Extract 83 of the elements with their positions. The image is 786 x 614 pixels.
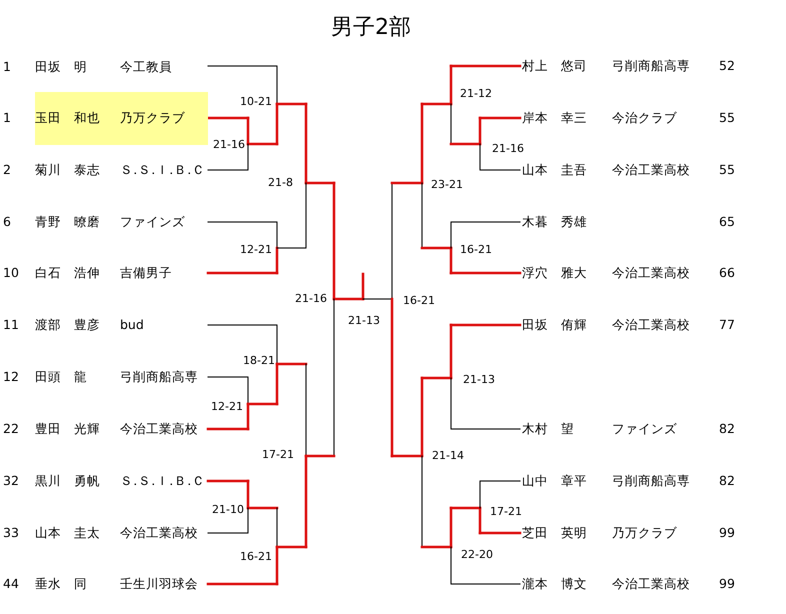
score-label: 16-21 (403, 294, 435, 308)
score-label: 21-12 (460, 87, 492, 101)
seed-number: 2 (3, 161, 11, 179)
score-label: 21-16 (213, 138, 245, 152)
seed-number: 1 (3, 109, 11, 127)
club-name: 乃万クラブ (120, 109, 185, 127)
seed-number: 99 (719, 524, 735, 542)
score-label: 21-14 (432, 449, 464, 463)
player-name: 菊川 泰志 (35, 161, 100, 179)
seed-number: 65 (719, 213, 735, 231)
seed-number: 66 (719, 264, 735, 282)
player-name: 田坂 侑輝 (522, 316, 587, 334)
club-name: 弓削商船高専 (612, 57, 690, 75)
player-name: 渡部 豊彦 (35, 316, 100, 334)
seed-number: 10 (3, 264, 19, 282)
club-name: 今工教員 (120, 58, 172, 76)
player-name: 瀧本 博文 (522, 575, 587, 593)
player-name: 山本 圭吾 (522, 161, 587, 179)
seed-number: 55 (719, 109, 735, 127)
score-label: 21-13 (463, 373, 495, 387)
score-label: 21-16 (295, 292, 327, 306)
seed-number: 82 (719, 420, 735, 438)
player-name: 黒川 勇帆 (35, 472, 100, 490)
player-name: 村上 悠司 (522, 57, 587, 75)
club-name: ファインズ (612, 420, 677, 438)
seed-number: 99 (719, 575, 735, 593)
club-name: 吉備男子 (120, 264, 172, 282)
club-name: 今治工業高校 (612, 161, 690, 179)
seed-number: 77 (719, 316, 735, 334)
seed-number: 44 (3, 575, 19, 593)
player-name: 田頭 龍 (35, 368, 87, 386)
score-label: 12-21 (240, 243, 272, 257)
club-name: 今治工業高校 (120, 524, 198, 542)
seed-number: 12 (3, 368, 19, 386)
player-name: 木暮 秀雄 (522, 213, 587, 231)
club-name: 今治工業高校 (612, 316, 690, 334)
player-name: 青野 暸磨 (35, 213, 100, 231)
seed-number: 6 (3, 213, 11, 231)
seed-number: 82 (719, 472, 735, 490)
seed-number: 1 (3, 58, 11, 76)
seed-number: 55 (719, 161, 735, 179)
score-label: 16-21 (460, 243, 492, 257)
score-label: 21-8 (268, 176, 293, 190)
player-name: 田坂 明 (35, 58, 87, 76)
score-label: 18-21 (243, 354, 275, 368)
player-name: 玉田 和也 (35, 109, 100, 127)
club-name: 今治工業高校 (612, 575, 690, 593)
score-label: 22-20 (461, 548, 493, 562)
player-name: 岸本 幸三 (522, 109, 587, 127)
score-label: 21-10 (212, 503, 244, 517)
player-name: 垂水 同 (35, 575, 87, 593)
player-name: 芝田 英明 (522, 524, 587, 542)
player-name: 山本 圭太 (35, 524, 100, 542)
club-name: ファインズ (120, 213, 185, 231)
player-name: 豊田 光輝 (35, 420, 100, 438)
club-name: 今治工業高校 (612, 264, 690, 282)
club-name: 今治工業高校 (120, 420, 198, 438)
score-label: 10-21 (240, 95, 272, 109)
score-label: 12-21 (211, 400, 243, 414)
club-name: 弓削商船高専 (120, 368, 198, 386)
seed-number: 52 (719, 57, 735, 75)
score-label: 23-21 (431, 178, 463, 192)
player-name: 山中 章平 (522, 472, 587, 490)
club-name: bud (120, 316, 144, 334)
score-label: 21-13 (348, 314, 380, 328)
club-name: 弓削商船高専 (612, 472, 690, 490)
club-name: 壬生川羽球会 (120, 575, 198, 593)
player-name: 浮穴 雅大 (522, 264, 587, 282)
score-label: 17-21 (490, 505, 522, 519)
player-name: 白石 浩伸 (35, 264, 100, 282)
seed-number: 33 (3, 524, 19, 542)
seed-number: 11 (3, 316, 19, 334)
seed-number: 22 (3, 420, 19, 438)
club-name: Ｓ．Ｓ．Ｉ．Ｂ．Ｃ (120, 161, 201, 179)
score-label: 17-21 (262, 448, 294, 462)
club-name: 今治クラブ (612, 109, 677, 127)
score-label: 21-16 (492, 142, 524, 156)
club-name: 乃万クラブ (612, 524, 677, 542)
title: 男子2部 (330, 14, 412, 42)
seed-number: 32 (3, 472, 19, 490)
player-name: 木村 望 (522, 420, 574, 438)
club-name: Ｓ．Ｓ．Ｉ．Ｂ．Ｃ (120, 472, 201, 490)
score-label: 16-21 (240, 550, 272, 564)
